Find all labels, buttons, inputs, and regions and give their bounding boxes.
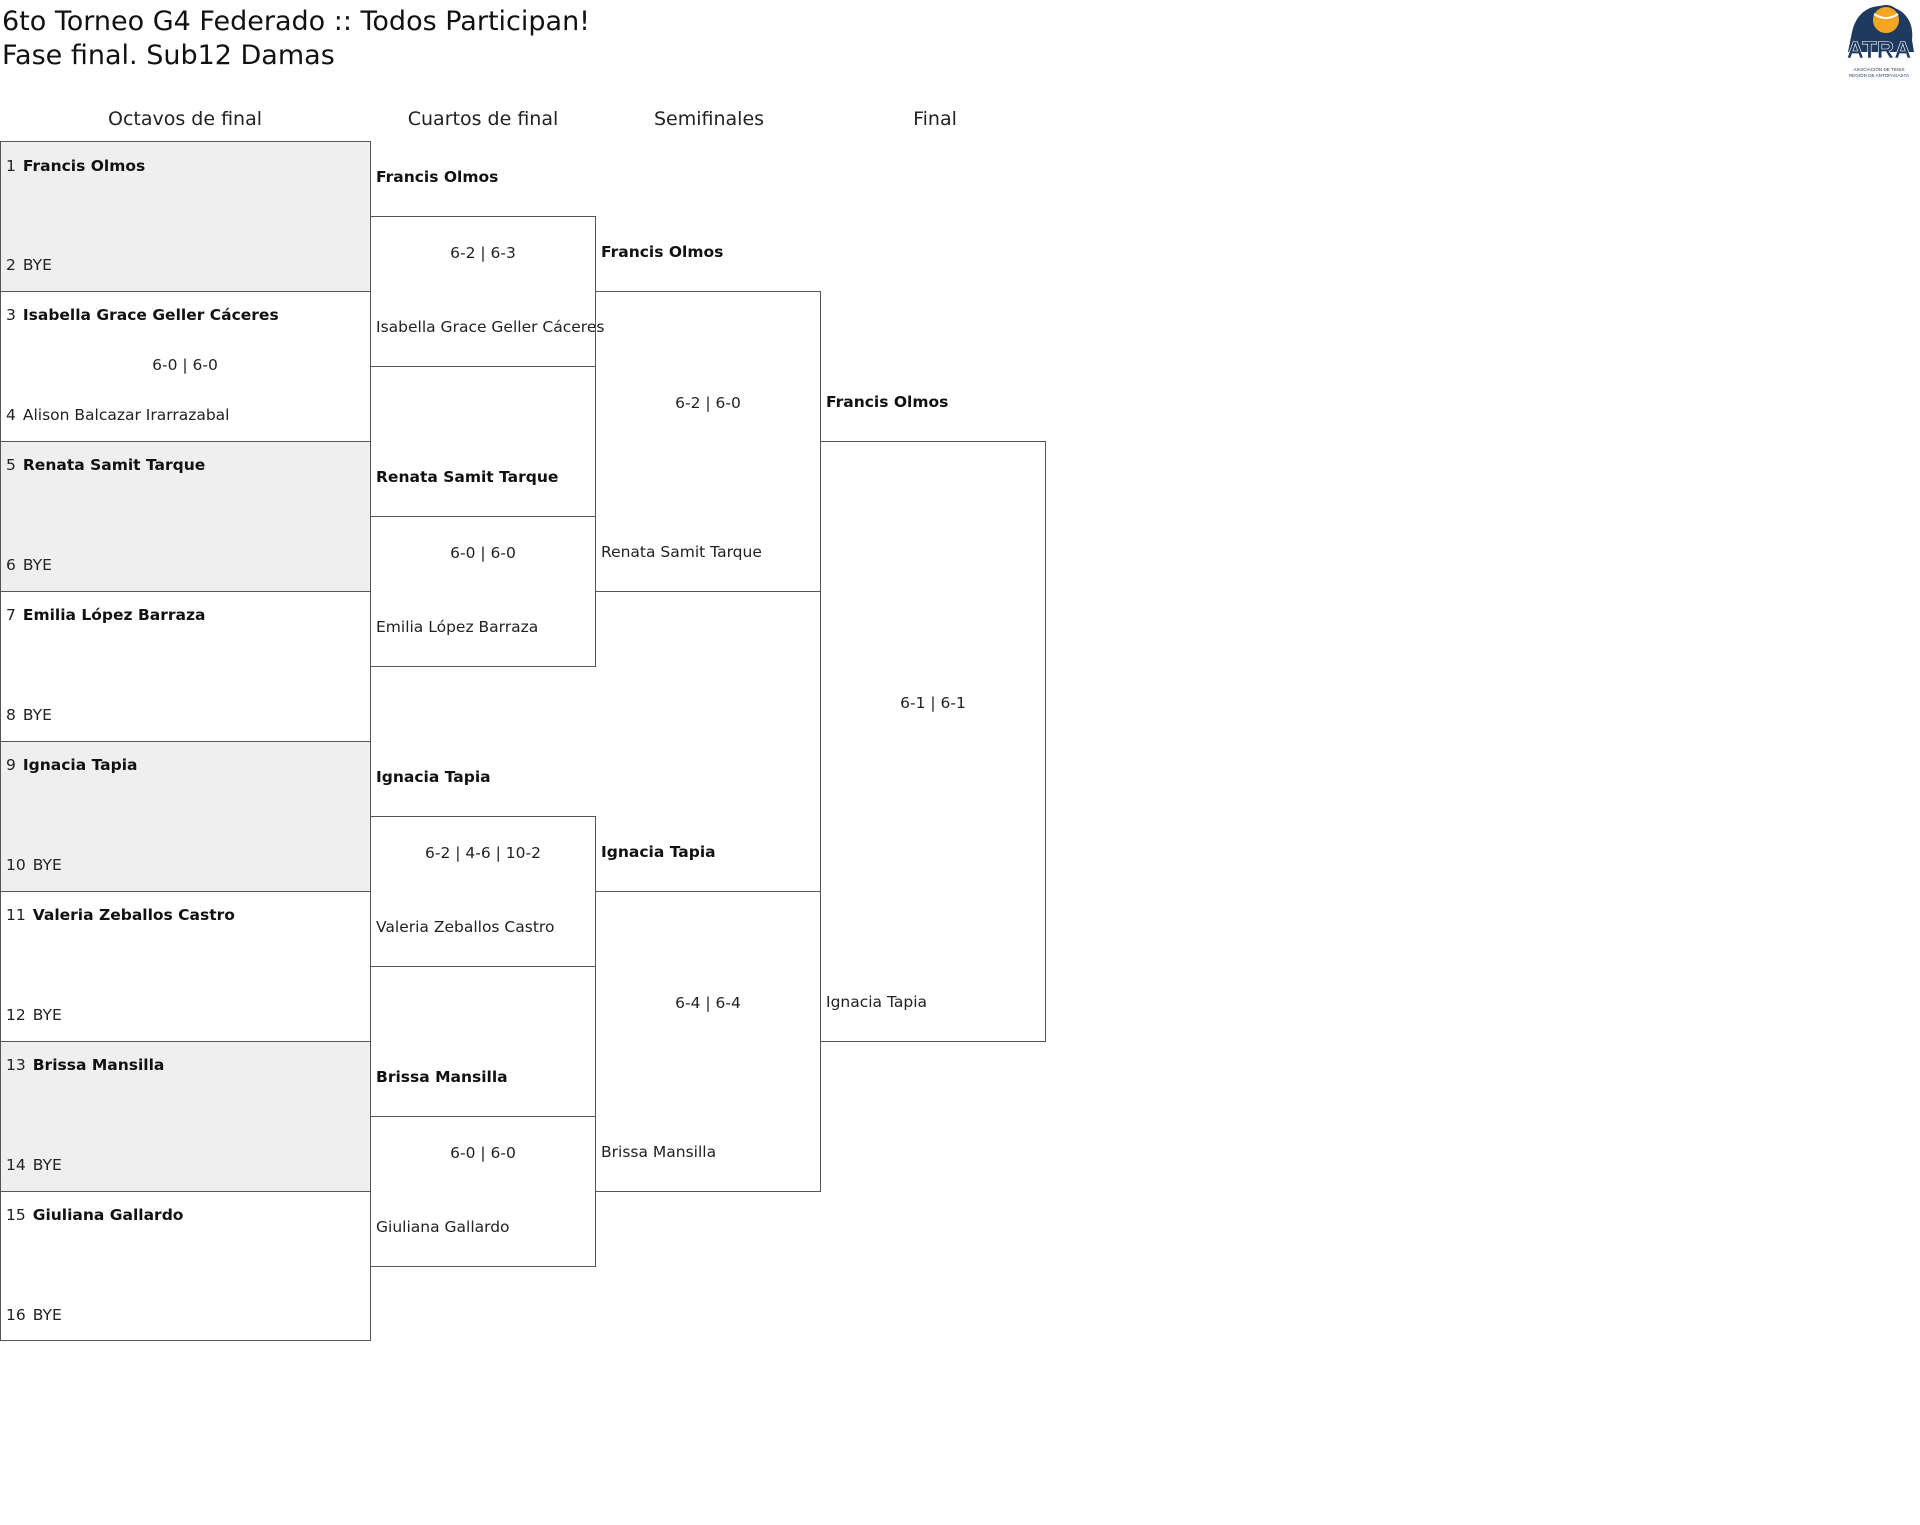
semis-player: Ignacia Tapia (601, 843, 716, 861)
semis-score: 6-2 | 6-0 (675, 394, 741, 412)
cuartos-match-1 (370, 216, 596, 367)
octavos-match-7 (0, 1041, 371, 1192)
final-player: Francis Olmos (826, 393, 949, 411)
final-score: 6-1 | 6-1 (900, 694, 966, 712)
octavos-match-3 (0, 441, 371, 592)
round-header-final: Final (913, 108, 957, 130)
svg-text:REGIÓN DE ANTOFAGASTA: REGIÓN DE ANTOFAGASTA (1849, 72, 1910, 78)
final-match (820, 441, 1046, 1042)
cuartos-player: Emilia López Barraza (376, 618, 539, 636)
octavos-match-1 (0, 141, 371, 292)
cuartos-player: Giuliana Gallardo (376, 1218, 510, 1236)
tournament-title: 6to Torneo G4 Federado :: Todos Particip… (2, 6, 591, 37)
cuartos-match-3 (370, 816, 596, 967)
round-header-octavos: Octavos de final (107, 108, 263, 130)
cuartos-player: Ignacia Tapia (376, 768, 491, 786)
cuartos-score: 6-2 | 4-6 | 10-2 (425, 844, 541, 862)
cuartos-player: Renata Samit Tarque (376, 468, 559, 486)
cuartos-player: Francis Olmos (376, 168, 499, 186)
cuartos-score: 6-2 | 6-3 (450, 244, 516, 262)
tennis-ball-icon (1871, 5, 1901, 35)
final-player: Ignacia Tapia (826, 993, 928, 1011)
logo-subtext: ASOCIACIÓN DE TENIS (1853, 66, 1904, 72)
semis-score: 6-4 | 6-4 (675, 994, 741, 1012)
cuartos-player: Valeria Zeballos Castro (376, 918, 555, 936)
cuartos-player: Isabella Grace Geller Cáceres (376, 318, 605, 336)
atra-logo: ATRA ASOCIACIÓN DE TENIS REGIÓN DE ANTOF… (1846, 5, 1914, 78)
octavos-score: 6-0 | 6-0 (152, 356, 218, 374)
semis-player: Francis Olmos (601, 243, 724, 261)
round-header-semis: Semifinales (653, 108, 765, 130)
cuartos-player: Brissa Mansilla (376, 1068, 508, 1086)
logo-text: ATRA (1847, 37, 1912, 64)
phase-subtitle: Fase final. Sub12 Damas (2, 40, 335, 71)
semis-player: Brissa Mansilla (601, 1143, 717, 1161)
round-header-cuartos: Cuartos de final (407, 108, 559, 130)
semis-player: Renata Samit Tarque (601, 543, 762, 561)
octavos-match-5 (0, 741, 371, 892)
cuartos-score: 6-0 | 6-0 (450, 544, 516, 562)
cuartos-match-4 (370, 1116, 596, 1267)
cuartos-score: 6-0 | 6-0 (450, 1144, 516, 1162)
cuartos-match-2 (370, 516, 596, 667)
